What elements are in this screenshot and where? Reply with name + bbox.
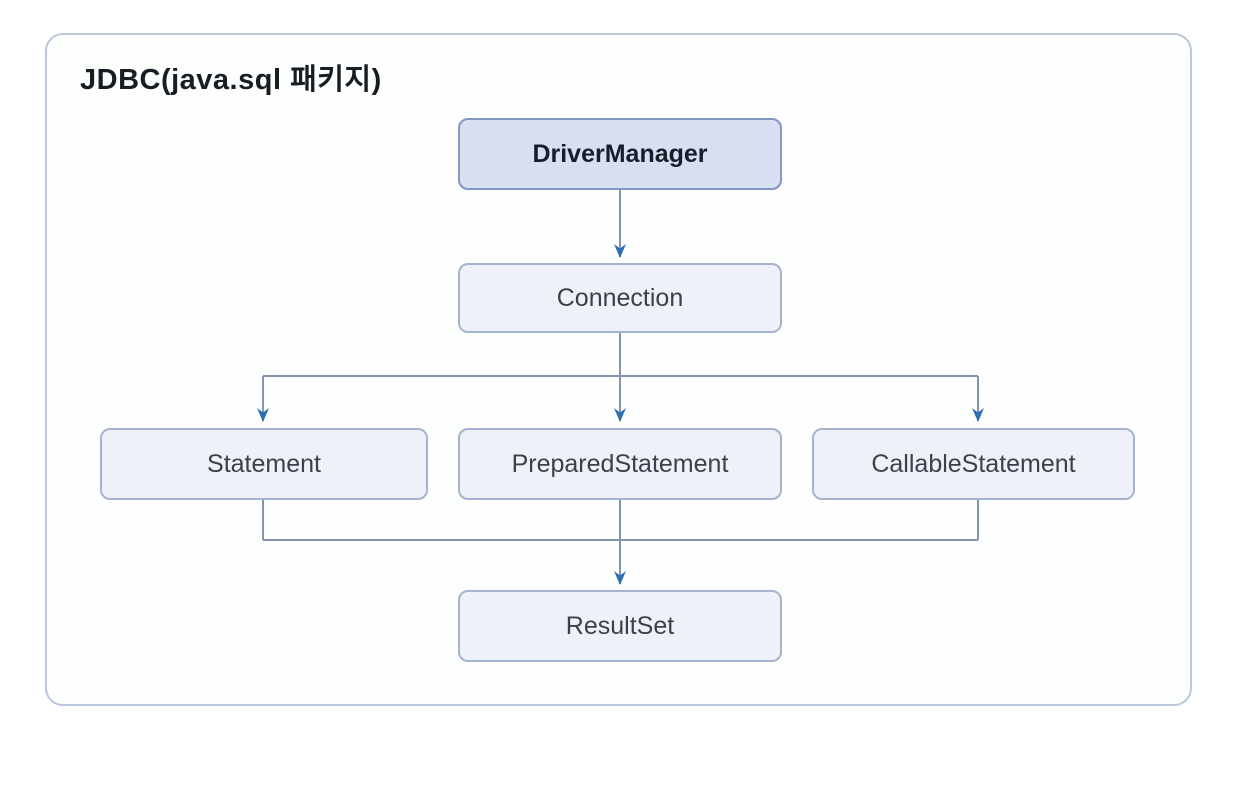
node-callablestatement-label: CallableStatement [871,449,1076,478]
node-preparedstatement: PreparedStatement [458,428,782,500]
node-statement-label: Statement [207,449,321,478]
node-connection-label: Connection [556,283,684,312]
node-resultset-label: ResultSet [565,611,675,640]
node-callablestatement: CallableStatement [812,428,1135,500]
node-drivermanager-label: DriverManager [532,139,708,168]
diagram-title: JDBC(java.sql 패키지) [80,64,382,96]
node-connection: Connection [458,263,782,333]
node-drivermanager: DriverManager [458,118,782,190]
node-statement: Statement [100,428,428,500]
node-resultset: ResultSet [458,590,782,662]
node-preparedstatement-label: PreparedStatement [511,449,729,478]
